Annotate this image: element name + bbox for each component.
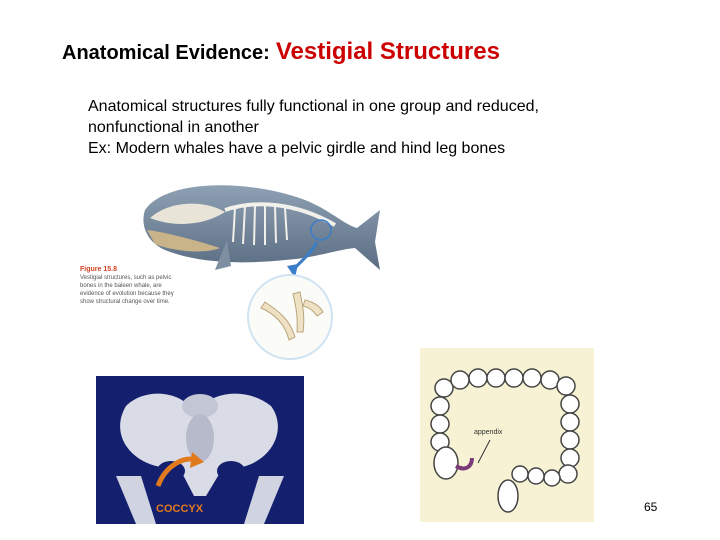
body-text: Anatomical structures fully functional i… (88, 96, 648, 159)
body-line-1: Anatomical structures fully functional i… (88, 98, 539, 115)
slide-title: Anatomical Evidence:Vestigial Structures (62, 38, 500, 66)
appendix-label: appendix (474, 429, 503, 436)
coccyx-label: COCCYX (156, 503, 204, 515)
body-line-2: nonfunctional in another (88, 119, 259, 136)
page-number: 65 (644, 500, 658, 514)
vestigial-pelvis-detail (247, 274, 333, 360)
figure-caption: Figure 15.8 Vestigial structures, such a… (80, 266, 180, 306)
caption-text: Vestigial structures, such as pelvic bon… (80, 275, 174, 305)
human-pelvis-image: COCCYX (96, 376, 304, 524)
colon-appendix-image: appendix (420, 348, 594, 522)
body-line-3: Ex: Modern whales have a pelvic girdle a… (88, 140, 506, 157)
whale-skeleton-image (143, 185, 380, 278)
title-main: Vestigial Structures (275, 38, 500, 65)
caption-title: Figure 15.8 (80, 266, 117, 273)
title-prefix: Anatomical Evidence: (62, 42, 270, 64)
